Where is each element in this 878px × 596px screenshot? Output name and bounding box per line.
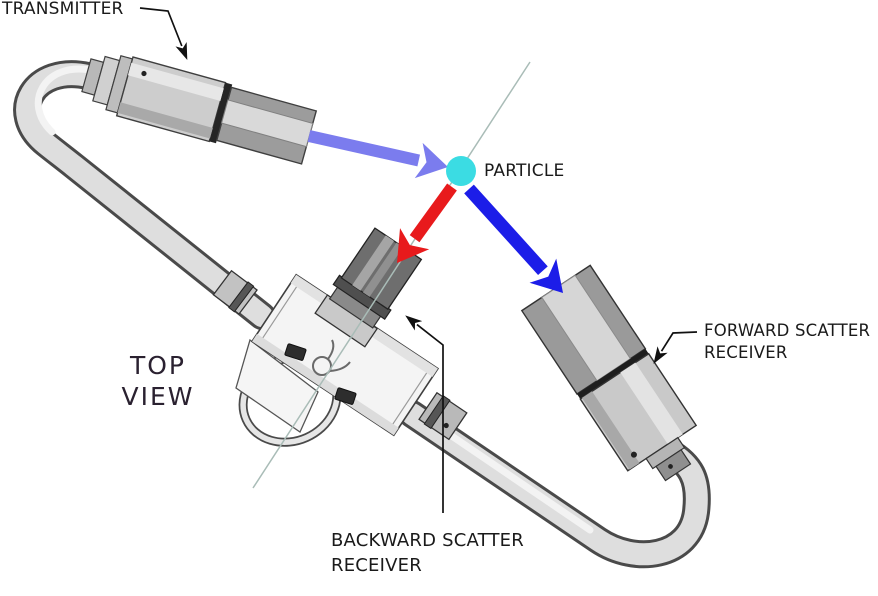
- forward-scatter-label-line2: RECEIVER: [704, 343, 788, 362]
- forward-scatter-receiver-device: [520, 264, 698, 482]
- forward-scatter-arrow: [464, 184, 564, 293]
- backward-scatter-leader-arrow: [405, 315, 444, 513]
- right-pipe: [398, 400, 711, 569]
- hex-nut: [284, 343, 307, 361]
- backward-scatter-receiver-device: [212, 227, 468, 447]
- incident-beam-arrow: [307, 130, 448, 179]
- transmitter-device: [81, 54, 318, 165]
- entry-collar: [212, 269, 258, 315]
- top-view-label-line2: VIEW: [121, 382, 195, 411]
- forward-scatter-leader-arrow: [653, 331, 698, 364]
- backward-scatter-label-line1: BACKWARD SCATTER: [331, 530, 524, 551]
- label-particle: PARTICLE: [484, 160, 564, 182]
- left-pipe: [13, 60, 276, 330]
- beam-axis-line: [252, 61, 531, 489]
- transmitter-label-text: TRANSMITTER: [2, 0, 124, 19]
- particle-label-text: PARTICLE: [484, 161, 565, 181]
- backward-scatter-label-line2: RECEIVER: [331, 555, 422, 576]
- transmitter-leader-arrow: [139, 7, 188, 60]
- hex-nut: [334, 387, 357, 405]
- backward-scatter-arrow: [397, 183, 457, 264]
- particle-dot: [446, 156, 476, 186]
- keyhole-cutout: [312, 339, 351, 376]
- bracket-plate: [235, 338, 319, 433]
- forward-scatter-label-line1: FORWARD SCATTER: [704, 321, 871, 340]
- label-forward-scatter-receiver: FORWARD SCATTER RECEIVER: [704, 320, 870, 364]
- label-transmitter: TRANSMITTER: [2, 0, 124, 20]
- label-top-view: TOP VIEW: [106, 350, 210, 412]
- top-view-label-line1: TOP: [129, 351, 187, 380]
- label-backward-scatter-receiver: BACKWARD SCATTER RECEIVER: [331, 528, 524, 578]
